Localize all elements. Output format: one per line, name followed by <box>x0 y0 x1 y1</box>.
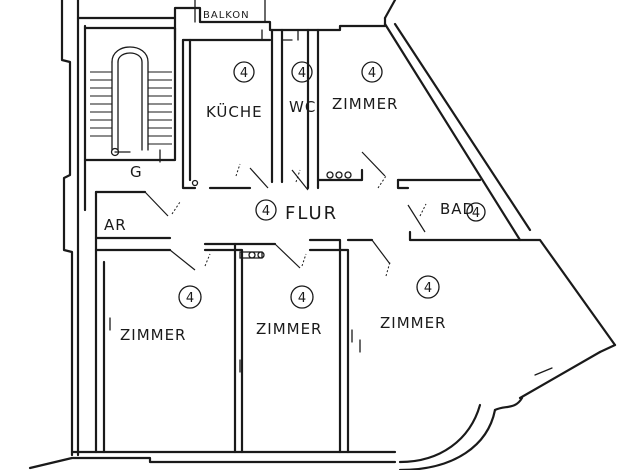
label-balkon: BALKON <box>203 10 250 21</box>
svg-text:4: 4 <box>240 66 248 81</box>
label-zimmer-right: ZIMMER <box>380 314 446 332</box>
room-labels: BALKON KÜCHE WC ZIMMER FLUR BAD AR ZIMME… <box>104 10 475 344</box>
svg-text:4: 4 <box>262 204 270 219</box>
room-number-zimmer-top: 4 <box>361 61 383 83</box>
room-number-bad: 4 <box>466 202 486 222</box>
room-number-wc: 4 <box>291 61 313 83</box>
room-number-kueche: 4 <box>233 61 255 83</box>
staircase: G <box>83 26 177 181</box>
svg-text:4: 4 <box>424 281 432 296</box>
room-numbers: 4 4 4 4 4 4 4 4 <box>178 61 486 309</box>
room-number-zimmer-left: 4 <box>178 285 202 309</box>
outer-walls <box>28 0 617 470</box>
svg-text:4: 4 <box>472 206 480 221</box>
svg-text:4: 4 <box>186 291 194 306</box>
interior-walls <box>94 28 522 454</box>
label-zimmer-top: ZIMMER <box>332 95 398 113</box>
label-bad: BAD <box>440 200 475 218</box>
room-number-flur: 4 <box>255 199 277 221</box>
room-number-zimmer-middle: 4 <box>290 285 314 309</box>
svg-text:4: 4 <box>368 66 376 81</box>
svg-text:4: 4 <box>298 66 306 81</box>
label-flur: FLUR <box>285 203 338 224</box>
fixtures <box>109 171 553 453</box>
label-zimmer-middle: ZIMMER <box>256 320 322 338</box>
svg-text:4: 4 <box>298 291 306 306</box>
stair-label-g: G <box>130 163 143 181</box>
room-number-zimmer-right: 4 <box>416 275 440 299</box>
label-ar: AR <box>104 216 127 234</box>
label-wc: WC <box>289 98 316 116</box>
label-kueche: KÜCHE <box>206 102 263 121</box>
label-zimmer-left: ZIMMER <box>120 326 186 344</box>
doors <box>144 151 427 277</box>
